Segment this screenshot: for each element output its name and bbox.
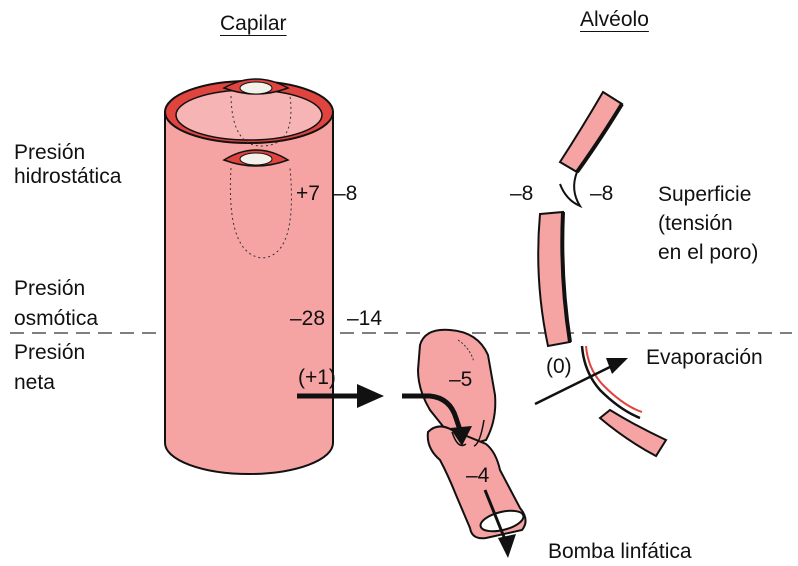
surface-tension-label: Superficie (tensión en el poro) bbox=[658, 180, 758, 267]
net-pressure-label: Presión neta bbox=[14, 341, 85, 395]
capillary-rim-inner bbox=[176, 90, 322, 140]
alveolus-upper-segment bbox=[560, 92, 622, 172]
hydrostatic-pressure-label: Presión hidrostática bbox=[14, 141, 121, 189]
upper-nucleus-core bbox=[240, 82, 272, 94]
capillary-illustration bbox=[165, 79, 333, 474]
evaporation-label: Evaporación bbox=[646, 346, 763, 370]
interstitial-hydrostatic-value: –8 bbox=[334, 182, 357, 206]
lymph-upper-value: –5 bbox=[449, 368, 472, 392]
hydrostatic-line-1: Presión bbox=[14, 141, 121, 165]
net-value: (+1) bbox=[298, 366, 336, 390]
lymph-lower-value: –4 bbox=[466, 464, 489, 488]
lower-nucleus-core bbox=[240, 153, 272, 165]
net-line-2: neta bbox=[14, 371, 85, 395]
capillary-title: Capilar bbox=[220, 12, 287, 36]
osmotic-line-1: Presión bbox=[14, 277, 98, 301]
osmotic-line-2: osmótica bbox=[14, 307, 98, 331]
surface-line-2: (tensión bbox=[658, 209, 758, 238]
lymph-exit-arrowhead bbox=[498, 534, 516, 558]
net-line-1: Presión bbox=[14, 341, 85, 365]
alveolus-title: Alvéolo bbox=[580, 8, 649, 32]
alveolus-lower-segment bbox=[600, 410, 666, 456]
lymphatic-vessel bbox=[402, 330, 526, 558]
cap-osmotic-value: –28 bbox=[290, 307, 325, 331]
alveolar-left-value: –8 bbox=[510, 182, 533, 206]
evaporation-arrowhead bbox=[606, 358, 628, 374]
cap-hydrostatic-value: +7 bbox=[296, 182, 320, 206]
alveolus-wall bbox=[535, 92, 666, 456]
osmotic-pressure-label: Presión osmótica bbox=[14, 277, 98, 331]
alveolus-pore bbox=[560, 172, 580, 206]
lymph-pump-label: Bomba linfática bbox=[548, 540, 692, 564]
surface-line-3: en el poro) bbox=[658, 238, 758, 267]
surface-line-1: Superficie bbox=[658, 180, 758, 209]
alveolar-right-value: –8 bbox=[590, 182, 613, 206]
hydrostatic-line-2: hidrostática bbox=[14, 165, 121, 189]
alveolar-zero-value: (0) bbox=[546, 355, 572, 379]
interstitial-osmotic-value: –14 bbox=[347, 307, 382, 331]
